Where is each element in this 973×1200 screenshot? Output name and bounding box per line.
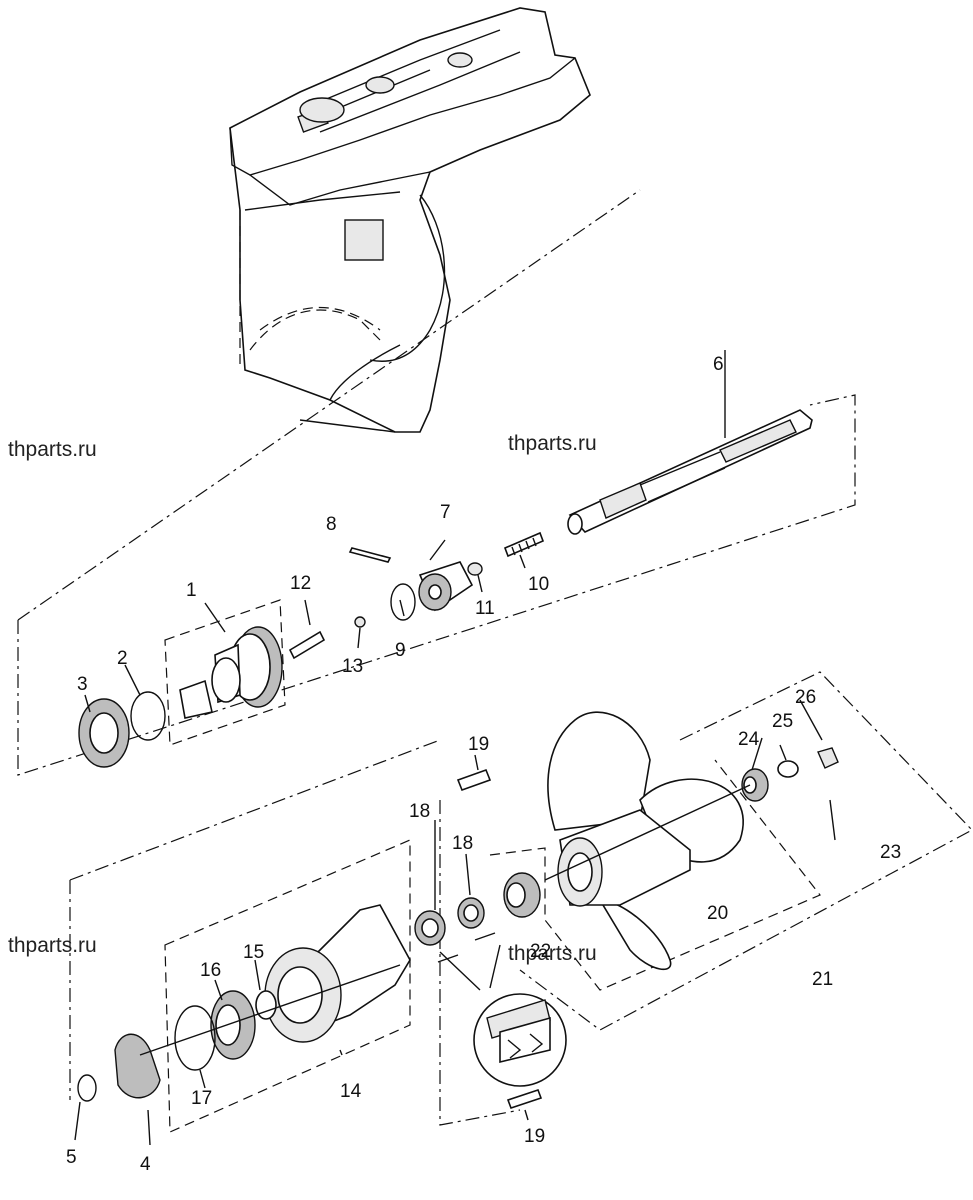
lower-unit-housing — [229, 7, 591, 433]
callout-20: 20 — [707, 903, 728, 924]
callout-13: 13 — [342, 656, 363, 677]
callout-1: 1 — [186, 580, 197, 601]
callout-26: 26 — [795, 687, 816, 708]
callout-2: 2 — [117, 648, 128, 669]
callout-25: 25 — [772, 711, 793, 732]
callout-22: 22 — [530, 941, 551, 962]
callout-24: 24 — [738, 729, 760, 750]
callout-14: 14 — [340, 1081, 362, 1102]
watermark: thparts.ru — [8, 438, 97, 461]
callout-10: 10 — [528, 574, 549, 595]
propeller-group-outline — [69, 671, 973, 1133]
callout-11: 11 — [475, 598, 495, 619]
watermark: thparts.ru — [508, 432, 597, 455]
bearings-and-bolts — [414, 754, 543, 1121]
callout-8: 8 — [326, 514, 337, 535]
watermark: thparts.ru — [8, 934, 97, 957]
detail-inset — [437, 932, 567, 1087]
callout-19: 19 — [524, 1126, 545, 1147]
prop-hardware — [503, 699, 839, 918]
callout-21: 21 — [812, 969, 833, 990]
forward-gear-parts — [78, 602, 283, 768]
callout-17: 17 — [191, 1088, 212, 1109]
callout-19: 19 — [468, 734, 489, 755]
callout-12: 12 — [290, 573, 311, 594]
callout-7: 7 — [440, 502, 451, 523]
callout-6: 6 — [713, 354, 724, 375]
callout-5: 5 — [66, 1147, 77, 1168]
callout-16: 16 — [200, 960, 221, 981]
callout-15: 15 — [243, 942, 264, 963]
shaft-group-outline — [17, 189, 856, 776]
drive-shaft — [567, 350, 813, 535]
callout-4: 4 — [140, 1154, 151, 1175]
callout-18: 18 — [409, 801, 430, 822]
watermark: thparts.ru — [508, 942, 597, 965]
callout-9: 9 — [395, 640, 406, 661]
bearing-housing — [74, 904, 411, 1146]
propeller — [547, 711, 744, 971]
callout-3: 3 — [77, 674, 88, 695]
callout-18: 18 — [452, 833, 473, 854]
clutch-parts — [288, 531, 545, 660]
callout-23: 23 — [880, 842, 901, 863]
